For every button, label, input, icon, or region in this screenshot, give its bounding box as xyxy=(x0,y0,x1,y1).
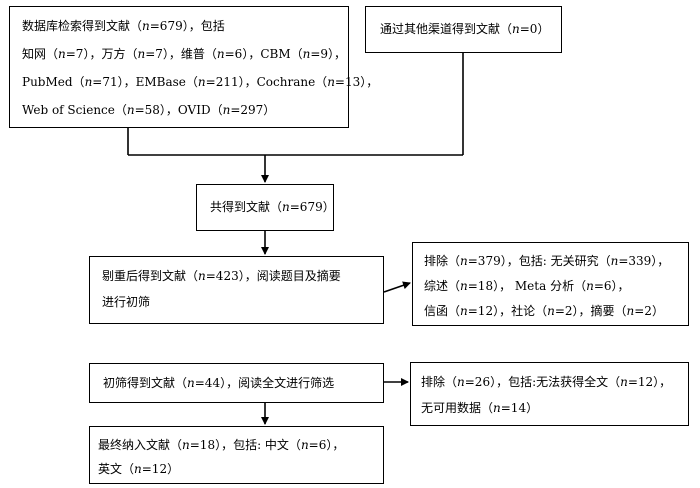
other-sources-box: 通过其他渠道得到文献（n=0） xyxy=(365,6,562,53)
text-segment: =71），EMBase（ xyxy=(92,75,198,89)
box-text-line: 通过其他渠道得到文献（n=0） xyxy=(380,22,549,36)
excluded-fulltext-box: 排除（n=26），包括:无法获得全文（n=12），无可用数据（n=14） xyxy=(410,362,689,426)
text-segment: 通过其他渠道得到文献（ xyxy=(380,22,513,36)
box-text-line: 剔重后得到文献（n=423），阅读题目及摘要 xyxy=(102,269,341,283)
box-text-line: 进行初筛 xyxy=(102,295,150,309)
n-symbol: n xyxy=(84,75,93,89)
n-symbol: n xyxy=(460,304,468,318)
text-segment: 知网（ xyxy=(22,47,59,61)
included-box: 最终纳入文献（n=18），包括: 中文（n=6），英文（n=12） xyxy=(89,426,384,484)
text-segment: =6）， xyxy=(308,438,345,452)
box-text-line: 排除（n=26），包括:无法获得全文（n=12）， xyxy=(421,375,671,389)
n-symbol: n xyxy=(300,438,309,452)
n-symbol: n xyxy=(134,462,142,476)
n-symbol: n xyxy=(282,200,290,214)
n-symbol: n xyxy=(216,47,225,61)
text-segment: =679） xyxy=(289,200,335,214)
text-segment: =14） xyxy=(500,401,539,415)
text-segment: =44），阅读全文进行筛选 xyxy=(194,376,335,390)
box-text-line: 信函（n=12），社论（n=2），摘要（n=2） xyxy=(424,304,664,318)
text-segment: =18）， Meta 分析（ xyxy=(467,279,587,293)
text-segment: =12），社论（ xyxy=(467,304,548,318)
text-segment: =26），包括:无法获得全文（ xyxy=(464,375,621,389)
n-symbol: n xyxy=(197,75,206,89)
text-segment: =7），维普（ xyxy=(145,47,217,61)
text-segment: =2），摘要（ xyxy=(554,304,627,318)
n-symbol: n xyxy=(222,103,231,117)
text-segment: 信函（ xyxy=(424,304,461,318)
box-text-line: 数据库检索得到文献（n=679），包括 xyxy=(22,19,225,33)
box-text-line: 综述（n=18）， Meta 分析（n=6）， xyxy=(424,279,630,293)
text-segment: =13）， xyxy=(334,75,379,89)
database-search-box: 数据库检索得到文献（n=679），包括知网（n=7），万方（n=7），维普（n=… xyxy=(9,6,378,128)
text-segment: 无可用数据（ xyxy=(421,401,494,415)
n-symbol: n xyxy=(142,19,150,33)
text-segment: =211），Cochrane（ xyxy=(205,75,328,89)
text-segment: 排除（ xyxy=(421,375,458,389)
text-segment: =297） xyxy=(230,103,276,117)
text-segment: =9）， xyxy=(310,47,347,61)
n-symbol: n xyxy=(137,47,146,61)
box-text-line: 知网（n=7），万方（n=7），维普（n=6），CBM（n=9）， xyxy=(22,47,346,61)
n-symbol: n xyxy=(182,438,190,452)
text-segment: 综述（ xyxy=(424,279,461,293)
n-symbol: n xyxy=(620,375,628,389)
text-segment: 最终纳入文献（ xyxy=(98,438,183,452)
text-segment: =7），万方（ xyxy=(65,47,138,61)
n-symbol: n xyxy=(58,47,66,61)
n-symbol: n xyxy=(126,103,135,117)
text-segment: =0） xyxy=(519,22,550,36)
text-segment: =6）， xyxy=(593,279,630,293)
text-segment: 英文（ xyxy=(98,462,135,476)
n-symbol: n xyxy=(512,22,520,36)
box-text-line: 无可用数据（n=14） xyxy=(421,401,538,415)
text-segment: =12）， xyxy=(627,375,672,389)
excluded-screening-box: 排除（n=379），包括: 无关研究（n=339），综述（n=18）， Meta… xyxy=(412,242,689,326)
n-symbol: n xyxy=(460,254,468,268)
fulltext-screening-box: 初筛得到文献（n=44），阅读全文进行筛选 xyxy=(89,363,384,403)
text-segment: 排除（ xyxy=(424,254,461,268)
arrow-to-excluded-screening xyxy=(383,281,411,293)
box-text-line: Web of Science（n=58），OVID（n=297） xyxy=(22,103,275,117)
n-symbol: n xyxy=(460,279,468,293)
text-segment: Web of Science（ xyxy=(22,103,127,117)
n-symbol: n xyxy=(626,304,635,318)
text-segment: =18），包括: 中文（ xyxy=(189,438,301,452)
text-segment: =6），CBM（ xyxy=(224,47,303,61)
n-symbol: n xyxy=(198,269,206,283)
n-symbol: n xyxy=(547,304,555,318)
text-segment: =12） xyxy=(141,462,180,476)
text-segment: PubMed（ xyxy=(22,75,85,89)
n-symbol: n xyxy=(187,376,195,390)
n-symbol: n xyxy=(302,47,311,61)
text-segment: =2） xyxy=(634,304,664,318)
n-symbol: n xyxy=(586,279,594,293)
box-text-line: 英文（n=12） xyxy=(98,462,179,476)
text-segment: 初筛得到文献（ xyxy=(103,376,188,390)
n-symbol: n xyxy=(457,375,465,389)
n-symbol: n xyxy=(327,75,335,89)
after-dedup-box: 剔重后得到文献（n=423），阅读题目及摘要进行初筛 xyxy=(89,256,384,324)
text-segment: 数据库检索得到文献（ xyxy=(22,19,143,33)
box-text-line: 初筛得到文献（n=44），阅读全文进行筛选 xyxy=(103,376,334,390)
text-segment: =423），阅读题目及摘要 xyxy=(205,269,341,283)
text-segment: =339）， xyxy=(618,254,670,268)
n-symbol: n xyxy=(493,401,501,415)
text-segment: =379），包括: 无关研究（ xyxy=(467,254,611,268)
text-segment: 进行初筛 xyxy=(102,295,151,309)
text-segment: =679），包括 xyxy=(149,19,225,33)
text-segment: =58），OVID（ xyxy=(134,103,223,117)
text-segment: 剔重后得到文献（ xyxy=(102,269,199,283)
text-segment: 共得到文献（ xyxy=(210,200,283,214)
box-text-line: 排除（n=379），包括: 无关研究（n=339）， xyxy=(424,254,669,268)
box-text-line: 共得到文献（n=679） xyxy=(210,200,335,214)
n-symbol: n xyxy=(610,254,619,268)
total-records-box: 共得到文献（n=679） xyxy=(196,184,335,231)
box-text-line: 最终纳入文献（n=18），包括: 中文（n=6）， xyxy=(98,438,344,452)
box-text-line: PubMed（n=71），EMBase（n=211），Cochrane（n=13… xyxy=(22,75,378,89)
